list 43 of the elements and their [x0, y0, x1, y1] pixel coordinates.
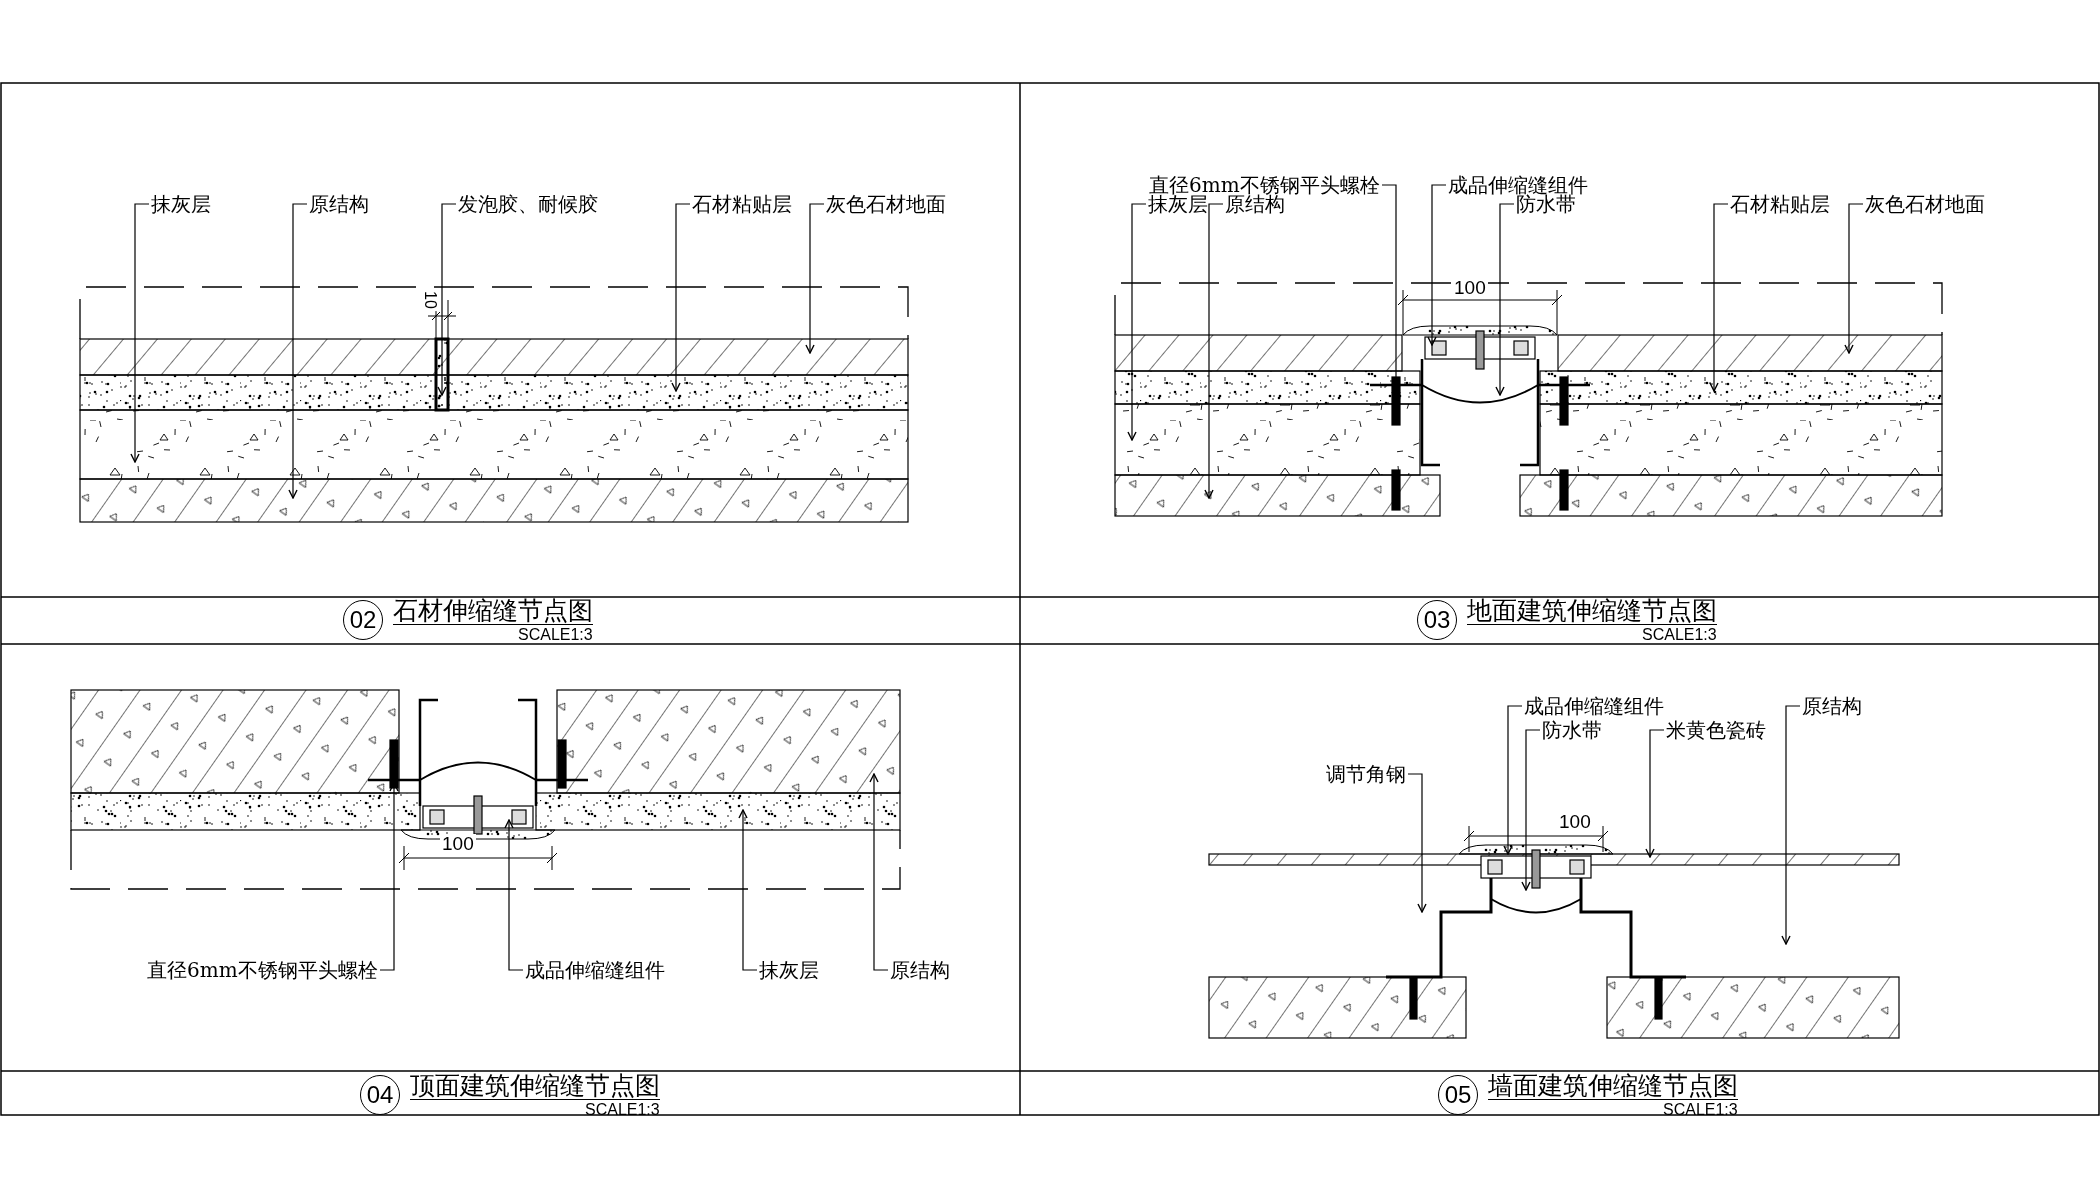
- leader-line: [805, 203, 825, 354]
- leader-line: [437, 203, 457, 396]
- callout-label: 米黄色瓷砖: [1666, 717, 1766, 743]
- leader-line: [504, 819, 524, 971]
- callout-label: 成品伸缩缝组件: [1524, 693, 1664, 719]
- leader-line: [1127, 203, 1147, 441]
- leader-line: [1781, 705, 1801, 945]
- leader-line: [130, 203, 150, 463]
- leader-line: [1427, 184, 1447, 346]
- callout-label: 抹灰层: [759, 957, 819, 983]
- drawing-title: 地面建筑伸缩缝节点图: [1467, 598, 1717, 625]
- callout-label: 灰色石材地面: [1865, 191, 1985, 217]
- callout-label: 成品伸缩缝组件: [525, 957, 665, 983]
- drawing-title: 石材伸缩缝节点图: [393, 598, 593, 625]
- callout-label: 灰色石材地面: [826, 191, 946, 217]
- leader-line: [1844, 203, 1864, 354]
- callout-label: 发泡胶、耐候胶: [458, 191, 598, 217]
- callout-label: 原结构: [890, 957, 950, 983]
- leader-line: [1495, 203, 1515, 396]
- leader-line: [1709, 203, 1729, 392]
- callout-label: 石材粘贴层: [1730, 191, 1830, 217]
- leader-line: [869, 773, 889, 971]
- leader-line: [1645, 729, 1665, 858]
- leader-line: [1407, 773, 1427, 913]
- leader-line: [671, 203, 691, 392]
- leader-line: [738, 809, 758, 971]
- callout-label: 原结构: [1802, 693, 1862, 719]
- callout-label: 调节角钢: [1326, 761, 1406, 787]
- scale-note: SCALE1:3: [585, 1102, 660, 1118]
- scale-note: SCALE1:3: [1663, 1102, 1738, 1118]
- drawing-title: 墙面建筑伸缩缝节点图: [1488, 1073, 1738, 1100]
- leader-line: [288, 203, 308, 499]
- scale-note: SCALE1:3: [1642, 627, 1717, 643]
- callout-label: 直径6mm不锈钢平头螺栓: [147, 957, 378, 983]
- callout-label: 防水带: [1542, 717, 1602, 743]
- callout-label: 抹灰层: [151, 191, 211, 217]
- leader-line: [1204, 203, 1224, 499]
- leader-line: [1503, 705, 1523, 855]
- drawing-title: 顶面建筑伸缩缝节点图: [410, 1073, 660, 1100]
- callout-label: 原结构: [309, 191, 369, 217]
- scale-note: SCALE1:3: [518, 627, 593, 643]
- callout-label: 石材粘贴层: [692, 191, 792, 217]
- leader-line: [1521, 729, 1541, 891]
